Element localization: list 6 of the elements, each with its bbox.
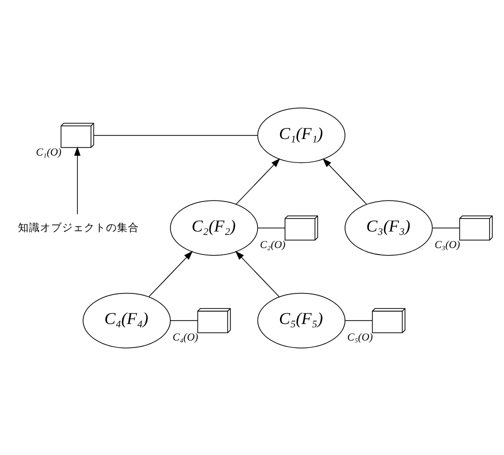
node-label: C₃(O) [434, 239, 460, 250]
node-label: C₅(O) [347, 332, 373, 344]
node-label: C₂(O) [260, 239, 286, 250]
node-label: C₄(O) [172, 332, 198, 344]
node-label: C₁(O) [36, 146, 62, 158]
node-text: 知識オブジェクトの集合 [18, 222, 139, 234]
